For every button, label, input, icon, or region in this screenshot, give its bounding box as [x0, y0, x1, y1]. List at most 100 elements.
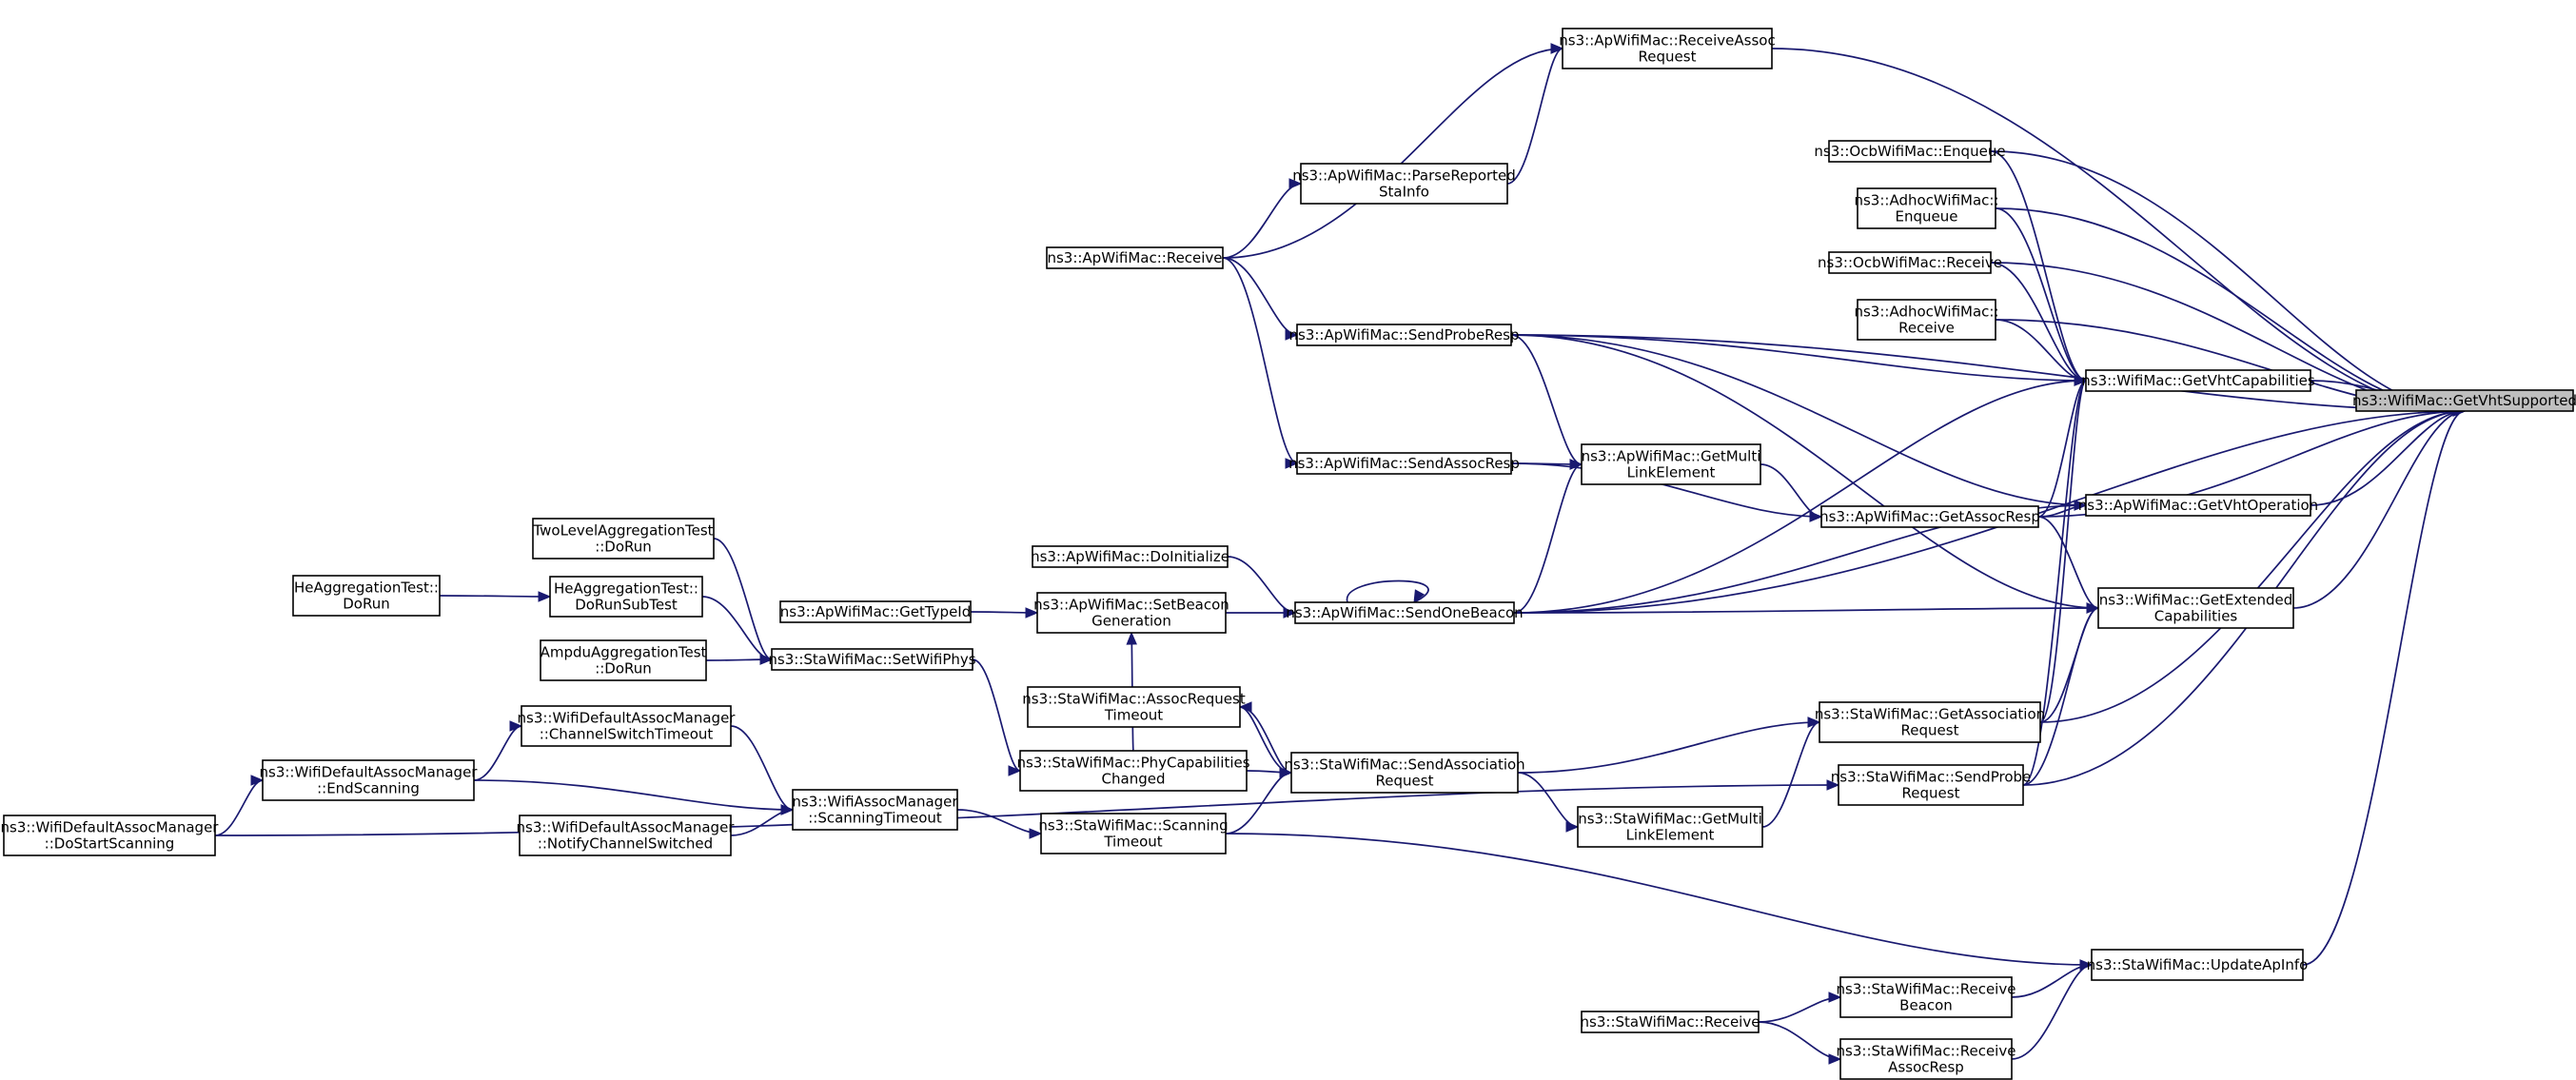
node-label: ns3::WifiDefaultAssocManager [1, 819, 220, 836]
node-label: ns3::OcbWifiMac::Enqueue [1814, 143, 2005, 160]
edge-n7-to-n10 [1222, 257, 1299, 469]
node-box [2091, 949, 2304, 981]
edge-n5-to-n9 [1995, 319, 2088, 386]
node-n31[interactable]: ns3::WifiAssocManager::ScanningTimeout [792, 789, 958, 831]
node-label: Timeout [1103, 834, 1162, 851]
edge-n13-to-n0 [2310, 405, 2467, 506]
node-n15[interactable]: TwoLevelAggregationTest::DoRun [532, 518, 715, 560]
node-box [1577, 806, 1763, 848]
node-n2[interactable]: ns3::OcbWifiMac::Enqueue [1814, 140, 2006, 163]
node-label: Beacon [1899, 997, 1953, 1014]
node-box [1296, 324, 1512, 346]
node-box [1036, 592, 1227, 634]
edge-n8-to-n11 [1510, 334, 1583, 470]
node-n27[interactable]: ns3::WifiDefaultAssocManager::EndScannin… [260, 759, 479, 801]
edge-n39-to-n36 [2011, 959, 2094, 1060]
node-box [540, 639, 707, 681]
node-n32[interactable]: ns3::WifiDefaultAssocManager::DoStartSca… [1, 815, 220, 856]
node-label: ns3::WifiMac::GetExtended [2099, 592, 2293, 609]
node-box [1820, 505, 2039, 528]
node-box [771, 648, 973, 671]
node-label: Request [1901, 722, 1959, 739]
node-label: Request [1376, 773, 1434, 790]
node-n18[interactable]: ns3::ApWifiMac::GetTypeId [779, 600, 972, 623]
node-n9[interactable]: ns3::WifiMac::GetVhtCapabilities [2081, 369, 2315, 392]
call-edges [214, 43, 2467, 1065]
node-box [292, 575, 441, 617]
node-label: Changed [1102, 771, 1166, 788]
node-label: StaInfo [1379, 184, 1429, 201]
node-label: HeAggregationTest:: [294, 579, 439, 597]
node-label: ns3::StaWifiMac::UpdateApInfo [2087, 956, 2309, 973]
node-label: Timeout [1104, 707, 1163, 724]
node-n17[interactable]: HeAggregationTest::DoRunSubTest [549, 576, 703, 618]
node-label: ns3::ApWifiMac::GetTypeId [780, 603, 972, 620]
node-n22[interactable]: AmpduAggregationTest::DoRun [540, 639, 707, 681]
edge-n7-to-n6 [1222, 178, 1303, 259]
node-label: ns3::ApWifiMac::Receive [1047, 249, 1222, 266]
node-label: AssocResp [1888, 1059, 1964, 1076]
node-n7[interactable]: ns3::ApWifiMac::Receive [1046, 246, 1224, 269]
node-label: ns3::StaWifiMac::GetAssociation [1815, 706, 2045, 723]
node-label: ns3::WifiMac::GetVhtSupported [2352, 392, 2576, 409]
node-box [1819, 701, 2041, 743]
node-n12[interactable]: ns3::ApWifiMac::GetAssocResp [1819, 505, 2040, 528]
node-n16[interactable]: HeAggregationTest::DoRun [292, 575, 441, 617]
edge-n18-to-n19 [970, 607, 1039, 619]
node-label: ns3::StaWifiMac::PhyCapabilities [1016, 755, 1249, 772]
edge-n20-to-n20 [1346, 579, 1429, 604]
node-n23[interactable]: ns3::StaWifiMac::SetWifiPhys [768, 648, 976, 671]
node-n34[interactable]: ns3::StaWifiMac::ScanningTimeout [1038, 813, 1229, 854]
node-label: ns3::StaWifiMac::Scanning [1038, 817, 1228, 835]
call-nodes: ns3::WifiMac::GetVhtSupportedns3::ApWifi… [1, 28, 2576, 1080]
node-label: ns3::ApWifiMac::DoInitialize [1031, 548, 1229, 565]
node-label: Generation [1091, 613, 1171, 630]
edge-n12-to-n21 [2037, 516, 2100, 614]
edge-n33-to-n31 [730, 804, 795, 836]
node-n38[interactable]: ns3::StaWifiMac::Receive [1581, 1011, 1760, 1033]
node-label: ns3::StaWifiMac::AssocRequest [1022, 691, 1246, 708]
edge-n16-to-n17 [439, 591, 552, 602]
node-n26[interactable]: ns3::WifiDefaultAssocManager::ChannelSwi… [518, 705, 737, 747]
node-box [1300, 163, 1508, 205]
edge-n17-to-n23 [701, 596, 774, 665]
edge-n27-to-n26 [473, 720, 523, 781]
node-label: ns3::ApWifiMac::GetMulti [1582, 448, 1761, 465]
node-n10[interactable]: ns3::ApWifiMac::SendAssocResp [1288, 452, 1520, 475]
node-label: ns3::StaWifiMac::SetWifiPhys [768, 651, 975, 668]
node-n5[interactable]: ns3::AdhocWifiMac::Receive [1854, 299, 1999, 341]
edge-n25-to-n9 [2039, 375, 2088, 723]
edge-n29-to-n25 [1517, 717, 1821, 774]
node-n3[interactable]: ns3::AdhocWifiMac::Enqueue [1854, 187, 1999, 229]
node-n4[interactable]: ns3::OcbWifiMac::Receive [1818, 251, 2002, 274]
edge-n20-to-n11 [1513, 459, 1583, 614]
node-n8[interactable]: ns3::ApWifiMac::SendProbeResp [1289, 324, 1520, 346]
node-n33[interactable]: ns3::WifiDefaultAssocManager::NotifyChan… [517, 815, 736, 856]
node-box [1562, 28, 1773, 69]
node-label: ns3::WifiAssocManager [792, 794, 958, 811]
node-n20[interactable]: ns3::ApWifiMac::SendOneBeacon [1286, 601, 1524, 624]
node-label: LinkElement [1627, 464, 1716, 481]
node-n14[interactable]: ns3::ApWifiMac::DoInitialize [1031, 545, 1229, 568]
node-label: ns3::StaWifiMac::Receive [1581, 1013, 1760, 1031]
node-label: AmpduAggregationTest [541, 644, 707, 661]
node-label: DoRun [343, 596, 390, 613]
edge-n21-to-n0 [2292, 405, 2467, 609]
node-n36[interactable]: ns3::StaWifiMac::UpdateApInfo [2087, 949, 2309, 981]
node-n13[interactable]: ns3::ApWifiMac::GetVhtOperation [2078, 494, 2318, 517]
node-label: Enqueue [1896, 208, 1958, 226]
